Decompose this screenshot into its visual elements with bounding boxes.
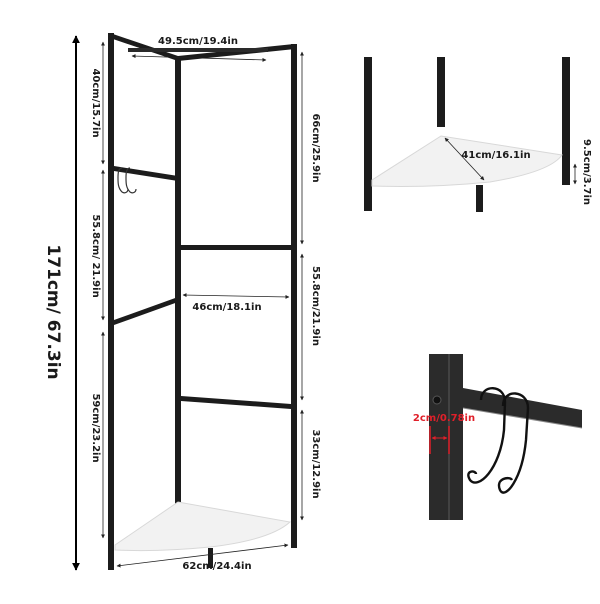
- top-width-arrow: [131, 54, 267, 62]
- shelf-depth-arrow: [444, 137, 485, 181]
- upper-crossbar: [181, 245, 291, 250]
- screw-icon: [432, 395, 442, 405]
- main-rack-view: 171cm/ 67.3in 49.5cm/19.4in 40cm/15.7in: [43, 33, 321, 572]
- middle-width-label: 46cm/18.1in: [192, 302, 261, 313]
- bottom-width-label: 62cm/24.4in: [182, 561, 251, 572]
- top-rail: [128, 48, 268, 52]
- center-post: [175, 56, 181, 524]
- s-hook-icon: [497, 392, 530, 494]
- right-top-label: 66cm/25.9in: [310, 113, 321, 182]
- right-post: [291, 44, 297, 548]
- left-lower-rail: [114, 297, 178, 325]
- detail-tube: [429, 354, 463, 520]
- shelf-depth-label: 41cm/16.1in: [461, 150, 530, 161]
- left-post: [108, 33, 114, 570]
- hook-rail: [114, 166, 178, 181]
- detail-right-leg: [562, 57, 570, 185]
- lower-crossbar: [181, 396, 291, 409]
- tube-width-label: 2cm/0.78in: [413, 413, 475, 424]
- s-hook-icon: [467, 387, 507, 484]
- hook-icon: [117, 167, 129, 194]
- detail-front-leg: [476, 185, 483, 212]
- detail-center-leg: [437, 57, 445, 127]
- total-height-label: 171cm/ 67.3in: [43, 244, 63, 379]
- detail-crossbar: [463, 388, 582, 428]
- shelf-detail-view: 41cm/16.1in 9.5cm/3.7in: [364, 57, 592, 212]
- hook-icon: [125, 167, 137, 194]
- top-width-label: 49.5cm/19.4in: [158, 36, 238, 47]
- bottom-shelf: [114, 501, 292, 552]
- right-middle-label: 55.8cm/21.9in: [310, 266, 321, 346]
- leg-clearance-label: 9.5cm/3.7in: [581, 139, 592, 205]
- hook-detail-view: 2cm/0.78in: [413, 354, 583, 520]
- bottom-width-arrow: [116, 543, 289, 568]
- left-bottom-label: 59cm/23.2in: [90, 393, 101, 462]
- middle-width-arrow: [182, 293, 290, 299]
- right-bottom-label: 33cm/12.9in: [310, 429, 321, 498]
- left-top-label: 40cm/15.7in: [90, 68, 101, 137]
- detail-left-leg: [364, 57, 372, 211]
- left-middle-label: 55.8cm/ 21.9in: [90, 214, 101, 297]
